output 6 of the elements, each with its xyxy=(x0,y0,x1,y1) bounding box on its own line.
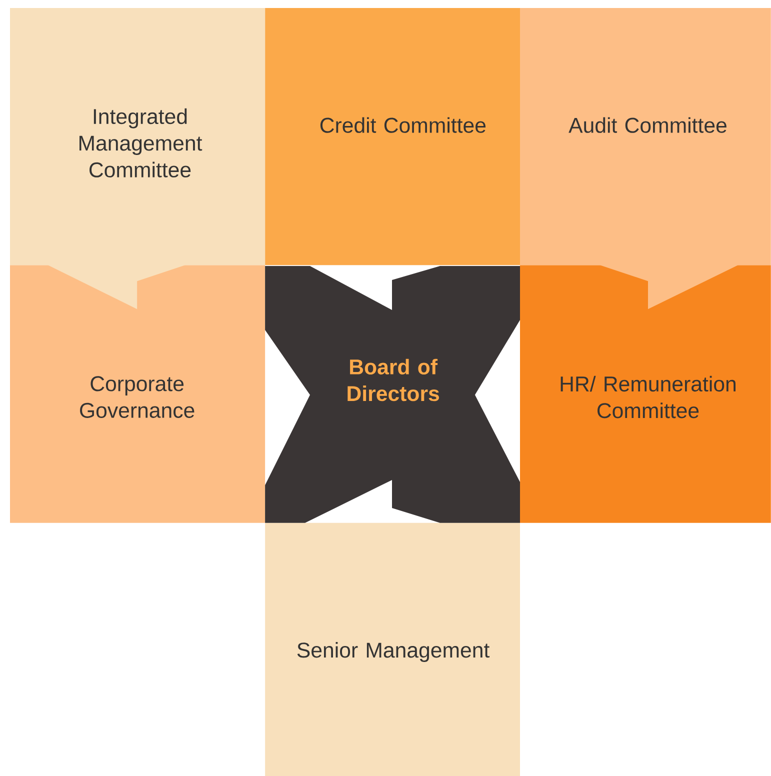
committee-box: HR/ Remuneration Committee xyxy=(520,265,771,523)
committee-box: Corporate Governance xyxy=(10,265,266,523)
committee-box: Audit Committee xyxy=(520,8,771,310)
committee-box: Credit Committee xyxy=(265,8,520,266)
committee-box: Senior Management xyxy=(265,522,520,776)
committee-box: Integrated Management Committee xyxy=(10,8,266,310)
